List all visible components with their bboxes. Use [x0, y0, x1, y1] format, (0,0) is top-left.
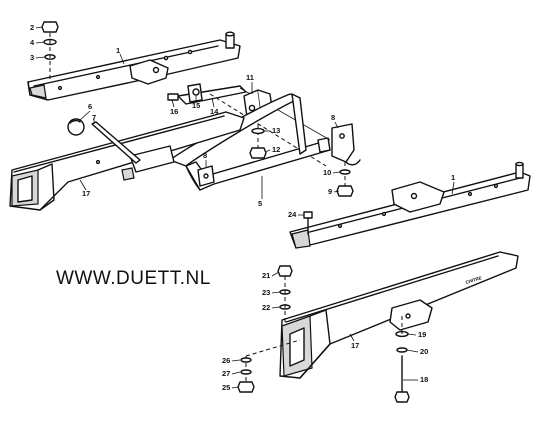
callout-24: 24 [288, 210, 297, 219]
callout-22: 22 [262, 303, 270, 312]
callout-21: 21 [262, 271, 270, 280]
callout-17-upper: 17 [82, 189, 90, 198]
bolt-stack-18-20 [394, 316, 410, 403]
callout-6: 6 [88, 102, 92, 111]
callout-26: 26 [222, 356, 230, 365]
callout-18: 18 [420, 375, 428, 384]
bolt-24 [303, 211, 313, 235]
callout-14: 14 [210, 107, 219, 116]
callout-17-lower: 17 [351, 341, 359, 350]
callout-19: 19 [418, 330, 426, 339]
side-member-lower-right [289, 161, 531, 249]
main-beam-upper-17 [9, 111, 245, 211]
callout-5: 5 [258, 199, 262, 208]
callout-16: 16 [170, 107, 178, 116]
callout-27: 27 [222, 369, 230, 378]
nut-stack-25-27 [237, 339, 301, 393]
main-beam-lower-17: CHITRE [279, 251, 519, 379]
side-member-upper-left [27, 31, 241, 101]
callout-13: 13 [272, 126, 280, 135]
watermark-text: WWW.DUETT.NL [56, 268, 211, 289]
callout-8-left: 8 [203, 151, 207, 160]
callout-4: 4 [30, 38, 35, 47]
callout-labels: 1 2 4 3 6 7 16 15 14 11 13 12 8 8 10 9 1… [30, 23, 455, 392]
callout-8-right: 8 [331, 113, 335, 122]
frame-stamp: CHITRE [465, 275, 482, 285]
callout-23: 23 [262, 288, 270, 297]
washer-stack-top-left [41, 21, 59, 80]
callout-1-lower: 1 [451, 173, 455, 182]
callout-10: 10 [323, 168, 331, 177]
callout-3: 3 [30, 53, 34, 62]
callout-25: 25 [222, 383, 230, 392]
callout-12: 12 [272, 145, 280, 154]
callout-1-upper: 1 [116, 46, 120, 55]
callout-15: 15 [192, 101, 200, 110]
bolt-stack-21-23 [277, 265, 293, 324]
bracket-8-right [331, 123, 361, 197]
callout-9: 9 [328, 187, 332, 196]
tie-rod-7 [91, 118, 141, 164]
callout-11: 11 [246, 73, 254, 82]
callout-7: 7 [92, 113, 96, 122]
callout-2: 2 [30, 23, 34, 32]
callout-20: 20 [420, 347, 428, 356]
knob-ball-6 [67, 118, 85, 136]
